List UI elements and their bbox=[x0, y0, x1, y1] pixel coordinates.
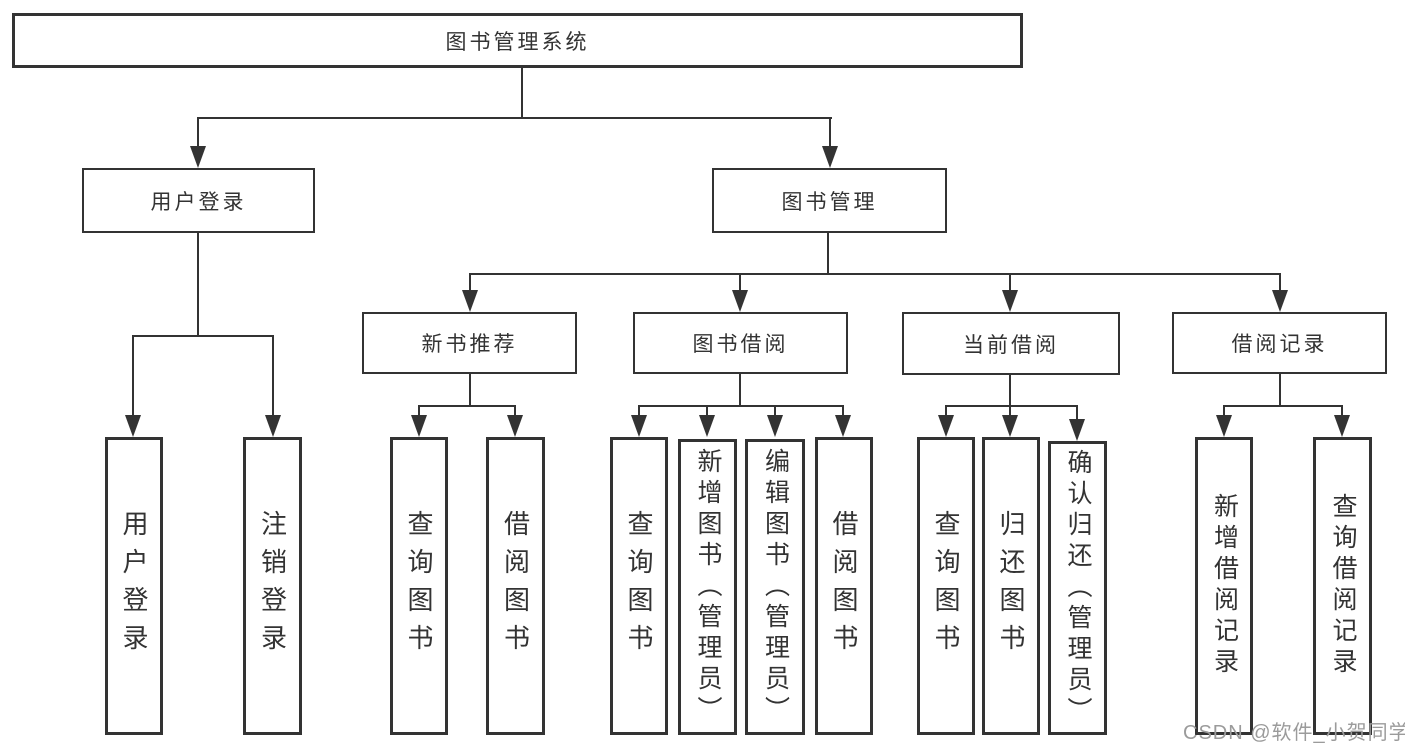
connector-currentborrow-drop-2 bbox=[1009, 405, 1011, 419]
leaf-bookborrow-query-books: 查询图书 bbox=[610, 437, 668, 735]
leaf-add-borrow-record: 新增借阅记录 bbox=[1195, 437, 1253, 735]
connector-userlogin-bar bbox=[132, 335, 274, 337]
leaf-newbooks-borrow-books-label: 借阅图书 bbox=[500, 510, 531, 662]
connector-drop-current-borrow bbox=[1009, 273, 1011, 293]
node-user-login-label: 用户登录 bbox=[150, 190, 247, 214]
arrow-records-query bbox=[1334, 415, 1350, 437]
arrow-to-book-management bbox=[822, 146, 838, 168]
leaf-add-borrow-record-label: 新增借阅记录 bbox=[1210, 493, 1239, 679]
leaf-edit-books-admin: 编辑图书（管理员） bbox=[745, 439, 805, 735]
arrow-currentborrow-return bbox=[1002, 415, 1018, 437]
connector-currentborrow-bar bbox=[945, 405, 1078, 407]
leaf-query-borrow-record: 查询借阅记录 bbox=[1313, 437, 1372, 735]
leaf-user-login: 用户登录 bbox=[105, 437, 163, 735]
arrow-to-user-login bbox=[190, 146, 206, 168]
leaf-newbooks-borrow-books: 借阅图书 bbox=[486, 437, 545, 735]
connector-bookmgmt-bar bbox=[469, 273, 1281, 275]
connector-records-bar bbox=[1223, 405, 1343, 407]
node-current-borrowing-label: 当前借阅 bbox=[963, 333, 1059, 357]
connector-userlogin-stem bbox=[197, 233, 199, 335]
connector-bookborrow-drop-1 bbox=[638, 405, 640, 419]
arrow-currentborrow-query bbox=[938, 415, 954, 437]
leaf-bookborrow-query-books-label: 查询图书 bbox=[624, 510, 654, 662]
connector-bookborrow-drop-4 bbox=[842, 405, 844, 419]
node-new-book-recommendation: 新书推荐 bbox=[362, 312, 577, 374]
leaf-bookborrow-borrow-books-label: 借阅图书 bbox=[829, 510, 859, 662]
connector-records-stem bbox=[1279, 374, 1281, 407]
connector-records-drop-1 bbox=[1223, 405, 1225, 419]
connector-newbooks-drop-1 bbox=[418, 405, 420, 419]
leaf-newbooks-query-books-label: 查询图书 bbox=[404, 510, 434, 662]
connector-currentborrow-drop-1 bbox=[945, 405, 947, 419]
connector-bookborrow-bar bbox=[638, 405, 844, 407]
node-user-login: 用户登录 bbox=[82, 168, 315, 233]
leaf-currentborrow-query-books: 查询图书 bbox=[917, 437, 975, 735]
node-book-management-label: 图书管理 bbox=[781, 190, 878, 214]
connector-root-stem bbox=[521, 66, 523, 117]
leaf-confirm-return-admin: 确认归还（管理员） bbox=[1048, 441, 1107, 735]
connector-bookborrow-drop-3 bbox=[774, 405, 776, 419]
arrow-newbooks-query bbox=[411, 415, 427, 437]
connector-newbooks-drop-2 bbox=[514, 405, 516, 419]
leaf-logout-login-label: 注销登录 bbox=[257, 510, 288, 662]
arrow-bookborrow-add bbox=[699, 415, 715, 437]
node-current-borrowing: 当前借阅 bbox=[902, 312, 1120, 375]
connector-currentborrow-drop-3 bbox=[1076, 405, 1078, 423]
node-borrowing-records-label: 借阅记录 bbox=[1231, 333, 1328, 356]
connector-records-drop-2 bbox=[1341, 405, 1343, 419]
leaf-user-login-label: 用户登录 bbox=[119, 510, 149, 662]
watermark-text: CSDN @软件_小贺同学 bbox=[1183, 722, 1405, 744]
arrow-bookborrow-edit bbox=[767, 415, 783, 437]
arrow-currentborrow-confirm bbox=[1069, 419, 1085, 441]
connector-drop-borrow-records bbox=[1279, 273, 1281, 293]
connector-currentborrow-stem bbox=[1009, 375, 1011, 407]
connector-drop-book-borrow bbox=[739, 273, 741, 293]
node-new-book-recommendation-label: 新书推荐 bbox=[421, 333, 518, 356]
arrow-to-leaf-user-login bbox=[125, 415, 141, 437]
leaf-add-books-admin-label: 新增图书（管理员） bbox=[694, 447, 722, 727]
leaf-confirm-return-admin-label: 确认归还（管理员） bbox=[1064, 448, 1092, 728]
connector-root-right-drop bbox=[829, 117, 831, 149]
arrow-records-add bbox=[1216, 415, 1232, 437]
arrow-to-new-books bbox=[462, 290, 478, 312]
connector-drop-new-books bbox=[469, 273, 471, 293]
arrow-bookborrow-borrow bbox=[835, 415, 851, 437]
leaf-edit-books-admin-label: 编辑图书（管理员） bbox=[761, 447, 790, 727]
leaf-add-books-admin: 新增图书（管理员） bbox=[678, 439, 737, 735]
leaf-bookborrow-borrow-books: 借阅图书 bbox=[815, 437, 873, 735]
node-root-label: 图书管理系统 bbox=[445, 30, 590, 54]
connector-userlogin-left-drop bbox=[132, 335, 134, 419]
connector-newbooks-bar bbox=[418, 405, 516, 407]
leaf-currentborrow-query-books-label: 查询图书 bbox=[931, 510, 961, 662]
leaf-return-books: 归还图书 bbox=[982, 437, 1040, 735]
leaf-logout-login: 注销登录 bbox=[243, 437, 302, 735]
arrow-to-book-borrow bbox=[732, 290, 748, 312]
leaf-query-borrow-record-label: 查询借阅记录 bbox=[1329, 493, 1357, 679]
node-book-management: 图书管理 bbox=[712, 168, 947, 233]
connector-root-left-drop bbox=[197, 117, 199, 149]
arrow-newbooks-borrow bbox=[507, 415, 523, 437]
arrow-to-borrow-records bbox=[1272, 290, 1288, 312]
node-book-borrowing: 图书借阅 bbox=[633, 312, 848, 374]
connector-bookborrow-drop-2 bbox=[706, 405, 708, 419]
arrow-to-leaf-logout bbox=[265, 415, 281, 437]
node-root: 图书管理系统 bbox=[12, 13, 1023, 68]
connector-newbooks-stem bbox=[469, 374, 471, 407]
leaf-newbooks-query-books: 查询图书 bbox=[390, 437, 448, 735]
connector-userlogin-right-drop bbox=[272, 335, 274, 419]
connector-bookmgmt-stem bbox=[827, 233, 829, 274]
arrow-bookborrow-query bbox=[631, 415, 647, 437]
node-book-borrowing-label: 图书借阅 bbox=[692, 333, 789, 356]
node-borrowing-records: 借阅记录 bbox=[1172, 312, 1387, 374]
connector-bookborrow-stem bbox=[739, 374, 741, 407]
leaf-return-books-label: 归还图书 bbox=[996, 510, 1026, 662]
arrow-to-current-borrow bbox=[1002, 290, 1018, 312]
connector-root-bar bbox=[197, 117, 832, 119]
